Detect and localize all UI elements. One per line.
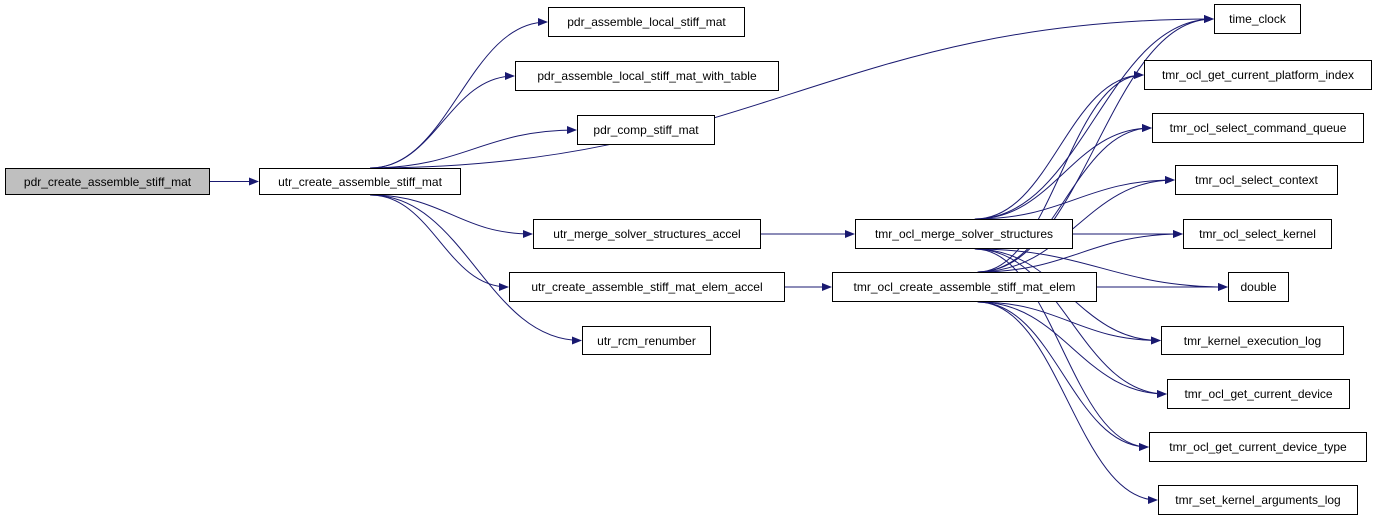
edge-utr_create_assemble_stiff_mat-to-utr_merge_solver_structures_accel [370,194,533,238]
node-utr-create-assemble-stiff-mat[interactable]: utr_create_assemble_stiff_mat [259,168,461,195]
node-pdr-comp-stiff-mat[interactable]: pdr_comp_stiff_mat [577,115,715,145]
edge-utr_create_assemble_stiff_mat-to-pdr_assemble_local_stiff_mat [370,18,548,169]
node-utr-rcm-renumber[interactable]: utr_rcm_renumber [582,326,711,355]
edge-tmr_ocl_merge_solver_structures-to-double [974,248,1228,291]
node-utr-merge-solver-structures-accel[interactable]: utr_merge_solver_structures_accel [533,219,761,249]
edge-utr_create_assemble_stiff_mat-to-pdr_comp_stiff_mat [370,126,577,169]
edge-tmr_ocl_create_assemble_stiff_mat_elem-to-tmr_ocl_select_kernel [977,230,1183,273]
node-tmr-ocl-select-kernel[interactable]: tmr_ocl_select_kernel [1183,219,1332,249]
edge-tmr_ocl_create_assemble_stiff_mat_elem-to-tmr_ocl_select_command_queue [977,124,1152,273]
node-tmr-ocl-get-current-device[interactable]: tmr_ocl_get_current_device [1167,379,1350,409]
edge-tmr_ocl_merge_solver_structures-to-tmr_ocl_select_context [974,176,1175,220]
node-pdr-assemble-local-stiff-mat[interactable]: pdr_assemble_local_stiff_mat [548,7,745,37]
node-tmr-set-kernel-arguments-log[interactable]: tmr_set_kernel_arguments_log [1158,485,1358,515]
edge-tmr_ocl_merge_solver_structures-to-tmr_ocl_get_current_device_type [974,248,1149,451]
node-double[interactable]: double [1228,272,1289,302]
edge-tmr_ocl_create_assemble_stiff_mat_elem-to-time_clock [977,15,1214,273]
node-pdr-assemble-local-stiff-mat-with-table[interactable]: pdr_assemble_local_stiff_mat_with_table [515,61,779,91]
edge-utr_create_assemble_stiff_mat-to-utr_create_assemble_stiff_mat_elem_accel [370,194,509,291]
edge-tmr_ocl_merge_solver_structures-to-tmr_ocl_select_command_queue [974,124,1152,220]
edge-tmr_ocl_create_assemble_stiff_mat_elem-to-tmr_ocl_get_current_device_type [977,301,1149,451]
node-tmr-ocl-create-assemble-stiff-mat-elem[interactable]: tmr_ocl_create_assemble_stiff_mat_elem [832,272,1097,302]
node-tmr-ocl-merge-solver-structures[interactable]: tmr_ocl_merge_solver_structures [855,219,1073,249]
node-tmr-kernel-execution-log[interactable]: tmr_kernel_execution_log [1161,326,1344,355]
node-tmr-ocl-select-command-queue[interactable]: tmr_ocl_select_command_queue [1152,113,1364,143]
edge-utr_create_assemble_stiff_mat-to-utr_rcm_renumber [370,194,582,345]
edge-tmr_ocl_merge_solver_structures-to-time_clock [974,15,1214,220]
edge-tmr_ocl_merge_solver_structures-to-tmr_ocl_get_current_platform_index [974,71,1144,220]
node-pdr-create-assemble-stiff-mat: pdr_create_assemble_stiff_mat [5,168,210,195]
edge-tmr_ocl_create_assemble_stiff_mat_elem-to-tmr_ocl_get_current_device [977,301,1167,398]
node-tmr-ocl-select-context[interactable]: tmr_ocl_select_context [1175,165,1338,195]
edge-tmr_ocl_create_assemble_stiff_mat_elem-to-tmr_ocl_get_current_platform_index [977,71,1144,273]
edge-utr_create_assemble_stiff_mat-to-time_clock [370,15,1214,169]
node-tmr-ocl-get-current-platform-index[interactable]: tmr_ocl_get_current_platform_index [1144,60,1372,90]
node-utr-create-assemble-stiff-mat-elem-accel[interactable]: utr_create_assemble_stiff_mat_elem_accel [509,272,785,302]
edge-utr_create_assemble_stiff_mat-to-pdr_assemble_local_stiff_mat_with_table [370,72,515,169]
node-tmr-ocl-get-current-device-type[interactable]: tmr_ocl_get_current_device_type [1149,432,1367,462]
edge-tmr_ocl_create_assemble_stiff_mat_elem-to-tmr_set_kernel_arguments_log [977,301,1158,504]
node-time-clock[interactable]: time_clock [1214,4,1301,34]
edge-tmr_ocl_create_assemble_stiff_mat_elem-to-tmr_ocl_select_context [977,176,1175,273]
edge-tmr_ocl_create_assemble_stiff_mat_elem-to-tmr_kernel_execution_log [977,301,1161,345]
